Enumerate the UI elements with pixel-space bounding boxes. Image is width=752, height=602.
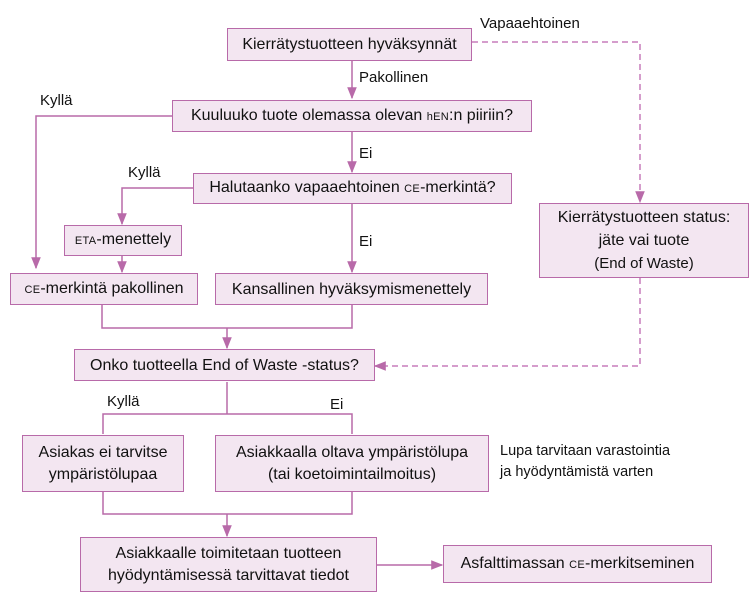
no-permit-line-2: ympäristölupaa: [48, 465, 158, 483]
permit-required-box: Asiakkaalla oltava ympäristölupa (tai ko…: [215, 435, 489, 492]
label-mandatory: Pakollinen: [359, 69, 429, 86]
product-status-line-3: (End of Waste): [594, 255, 694, 272]
asphalt-ce-marking-text: Asfalttimassan CE-merkitseminen: [460, 554, 695, 572]
eta-procedure-text: ETA-menettely: [74, 231, 172, 248]
deliver-info-box: Asiakkaalle toimitetaan tuotteen hyödynt…: [80, 537, 377, 592]
deliver-info-line-1: Asiakkaalle toimitetaan tuotteen: [115, 544, 342, 562]
dashed-approvals-to-status: [472, 41, 645, 204]
permit-required-line-1: Asiakkaalla oltava ympäristölupa: [235, 443, 469, 461]
line-merge-to-eow: [101, 304, 353, 329]
approvals-box: Kierrätystuotteen hyväksynnät: [227, 28, 472, 61]
permit-required-line-2: (tai koetoimintailmoitus): [267, 465, 437, 483]
line-permit-merge: [102, 492, 353, 515]
deliver-info-line-2: hyödyntämisessä tarvittavat tiedot: [107, 566, 349, 584]
line-eow-branch: [102, 413, 353, 434]
dashed-status-to-eow: [373, 278, 641, 371]
line-ce-question-yes-to-eta: [117, 187, 193, 226]
line-hen-yes-to-ce-required: [31, 115, 172, 270]
national-approval-text: Kansallinen hyväksymismenettely: [231, 280, 472, 298]
permit-note-line-2: ja hyödyntämistä varten: [500, 464, 654, 480]
label-yes-hen: Kyllä: [40, 92, 73, 109]
no-permit-line-1: Asiakas ei tarvitse: [38, 443, 168, 461]
product-status-box: Kierrätystuotteen status: jäte vai tuote…: [539, 203, 749, 278]
end-of-waste-question-box: Onko tuotteella End of Waste -status?: [74, 349, 375, 381]
eta-procedure-box: ETA-menettely: [64, 225, 182, 256]
label-yes-eow: Kyllä: [107, 393, 140, 410]
label-voluntary: Vapaaehtoinen: [480, 15, 580, 32]
no-permit-box: Asiakas ei tarvitse ympäristölupaa: [22, 435, 184, 492]
permit-note-line-1: Lupa tarvitaan varastointia: [500, 443, 671, 459]
hen-question-box: Kuuluuko tuote olemassa olevan hEN:n pii…: [172, 100, 532, 132]
ce-required-box: CE-merkintä pakollinen: [10, 273, 198, 305]
ce-question-box: Halutaanko vapaaehtoinen CE-merkintä?: [193, 173, 512, 204]
ce-question-text: Halutaanko vapaaehtoinen CE-merkintä?: [209, 179, 496, 196]
label-no-eow: Ei: [330, 396, 344, 413]
ce-required-text: CE-merkintä pakollinen: [24, 279, 184, 297]
asphalt-ce-marking-box: Asfalttimassan CE-merkitseminen: [443, 545, 712, 583]
hen-question-text: Kuuluuko tuote olemassa olevan hEN:n pii…: [190, 106, 514, 124]
label-no-hen: Ei: [359, 145, 373, 162]
product-status-line-2: jäte vai tuote: [598, 232, 690, 249]
permit-note: Lupa tarvitaan varastointia ja hyödyntäm…: [500, 441, 670, 483]
national-approval-box: Kansallinen hyväksymismenettely: [215, 273, 488, 305]
product-status-line-1: Kierrätystuotteen status:: [557, 209, 731, 226]
end-of-waste-question-text: Onko tuotteella End of Waste -status?: [90, 356, 359, 374]
label-yes-ce: Kyllä: [128, 164, 161, 181]
label-no-ce: Ei: [359, 233, 373, 250]
approvals-text: Kierrätystuotteen hyväksynnät: [242, 36, 457, 53]
